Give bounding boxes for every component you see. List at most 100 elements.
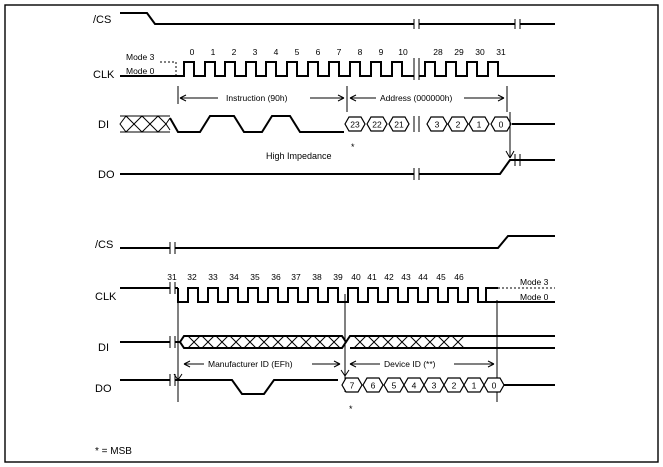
- bottom-do-arrow-down-2: [340, 294, 350, 377]
- msb-legend: * = MSB: [95, 446, 132, 457]
- top-tick-label: 7: [337, 47, 342, 57]
- bottom-di-x-mark: [423, 335, 437, 349]
- top-clk-waveform: [176, 61, 555, 77]
- bottom-di-x-mark: [229, 335, 243, 349]
- top-instruction-right-arrow: [337, 94, 345, 102]
- bottom-di-dontcare-frame-1: [178, 335, 348, 349]
- bottom-tick-label: 37: [291, 272, 301, 282]
- top-tick-label: 8: [358, 47, 363, 57]
- bottom-di-dontcare-frame-2: [345, 335, 555, 349]
- top-instruction-left-arrow: [179, 94, 187, 102]
- bottom-di-x-mark: [353, 335, 367, 349]
- top-high-impedance-label: High Impedance: [266, 151, 332, 161]
- bottom-manufacturer-arrows: [183, 360, 341, 368]
- bottom-cs-waveform: [120, 235, 555, 249]
- top-di-bit-box: [468, 116, 490, 132]
- top-di-bit-box: [426, 116, 448, 132]
- bottom-do-bit-label: 7: [350, 381, 355, 391]
- diagram-frame: [4, 4, 659, 463]
- top-do-waveform: [120, 159, 555, 175]
- bottom-do-bit-box: [362, 377, 384, 393]
- bottom-do-bit-label: 1: [472, 381, 477, 391]
- bottom-di-x-mark: [451, 335, 465, 349]
- top-di-bit-label: 2: [456, 120, 461, 130]
- top-address-left-arrow: [349, 94, 357, 102]
- bottom-tick-label: 38: [312, 272, 322, 282]
- bottom-do-bit-label: 2: [452, 381, 457, 391]
- top-cs-break-marks: [413, 19, 521, 29]
- bottom-di-x-mark: [215, 335, 229, 349]
- bottom-cs-label: /CS: [95, 239, 113, 251]
- bottom-do-bit-label: 0: [492, 381, 497, 391]
- bottom-di-x-mark: [313, 335, 327, 349]
- bottom-di-x-mark: [395, 335, 409, 349]
- bottom-di-x-mark: [243, 335, 257, 349]
- bottom-do-break-marks: [169, 374, 176, 386]
- top-tick-label: 31: [496, 47, 506, 57]
- bottom-mode3-label: Mode 3: [520, 277, 549, 287]
- top-do-label: DO: [98, 169, 115, 181]
- bottom-di-x-mark: [437, 335, 451, 349]
- top-clk-label: CLK: [93, 69, 115, 81]
- bottom-di-x-mark: [409, 335, 423, 349]
- bottom-do-label: DO: [95, 383, 112, 395]
- top-address-right-arrow: [497, 94, 505, 102]
- top-tick-label: 10: [398, 47, 408, 57]
- bottom-di-x-mark: [299, 335, 313, 349]
- bottom-di-x-mark: [271, 335, 285, 349]
- bottom-clk-waveform: [177, 287, 555, 303]
- bottom-do-bit-label: 3: [432, 381, 437, 391]
- bottom-clk-break-marks: [169, 282, 176, 294]
- top-di-bit-box: [366, 116, 388, 132]
- bottom-tick-label: 41: [367, 272, 377, 282]
- bottom-tick-label: 42: [384, 272, 394, 282]
- bottom-di-x-mark: [285, 335, 299, 349]
- top-tick-label: 1: [211, 47, 216, 57]
- top-di-bit-label: 23: [350, 120, 360, 130]
- top-di-bit-label: 1: [477, 120, 482, 130]
- top-instruction-label: Instruction (90h): [226, 93, 288, 103]
- top-di-bit-box: [388, 116, 410, 132]
- bottom-tick-label: 45: [436, 272, 446, 282]
- bottom-cs-break-marks: [169, 242, 176, 254]
- bottom-do-bit-label: 4: [412, 381, 417, 391]
- bottom-tick-label: 34: [229, 272, 239, 282]
- top-tick-label: 30: [475, 47, 485, 57]
- bottom-di-label: DI: [98, 342, 109, 354]
- bottom-tick-label: 31: [167, 272, 177, 282]
- bottom-di-x-mark: [257, 335, 271, 349]
- bottom-do-bit-box: [483, 377, 505, 393]
- bottom-do-waveform: [120, 379, 338, 395]
- top-tick-label: 2: [232, 47, 237, 57]
- bottom-manufacturer-label: Manufacturer ID (EFh): [208, 359, 293, 369]
- top-tick-label: 0: [190, 47, 195, 57]
- bottom-tick-label: 36: [271, 272, 281, 282]
- top-tick-label: 4: [274, 47, 279, 57]
- bottom-di-dontcare-pattern: [187, 335, 465, 349]
- bottom-mode0-label: Mode 0: [520, 292, 549, 302]
- top-di-bit-box: [490, 116, 512, 132]
- bottom-di-x-mark: [187, 335, 201, 349]
- bottom-tick-label: 39: [333, 272, 343, 282]
- top-di-bit-label: 22: [372, 120, 382, 130]
- top-do-arrowhead: [505, 150, 515, 159]
- top-di-bit-box: [344, 116, 366, 132]
- top-tick-label: 9: [379, 47, 384, 57]
- bottom-do-bit-label: 6: [371, 381, 376, 391]
- bottom-tick-label: 32: [187, 272, 197, 282]
- top-tick-label: 5: [295, 47, 300, 57]
- top-msb-marker: *: [351, 142, 355, 152]
- top-di-instruction-waveform: [169, 115, 344, 133]
- top-di-bit-label: 21: [394, 120, 404, 130]
- top-address-label: Address (000000h): [380, 93, 452, 103]
- bottom-tick-label: 35: [250, 272, 260, 282]
- top-mode3-label: Mode 3: [126, 52, 155, 62]
- bottom-tick-label: 46: [454, 272, 464, 282]
- bottom-clk-label: CLK: [95, 291, 117, 303]
